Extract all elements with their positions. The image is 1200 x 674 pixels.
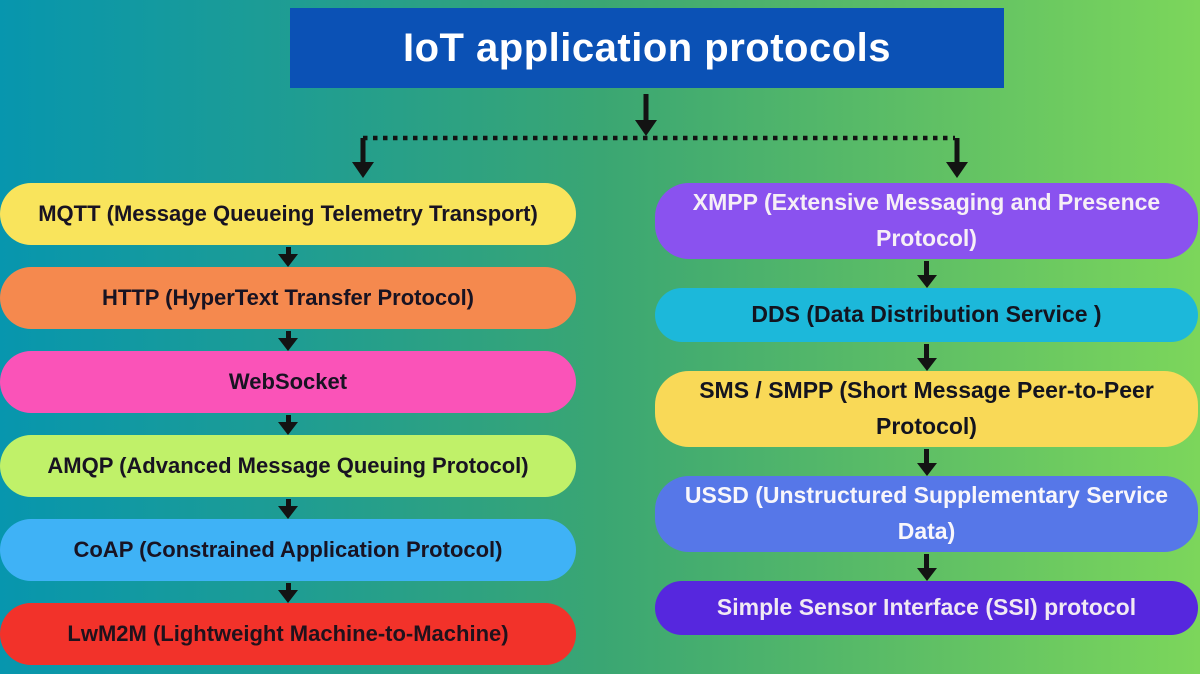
arrow-down-icon [0, 329, 576, 351]
diagram-title-box: IoT application protocols [290, 8, 1004, 88]
protocol-label: LwM2M (Lightweight Machine-to-Machine) [67, 621, 509, 646]
protocol-box-websocket: WebSocket [0, 351, 576, 413]
arrow-down-icon [0, 413, 576, 435]
protocol-label: Simple Sensor Interface (SSI) protocol [716, 594, 1137, 621]
protocol-box-coap: CoAP (Constrained Application Protocol) [0, 519, 576, 581]
arrow-down-icon [0, 245, 576, 267]
arrow-down-icon [655, 342, 1198, 371]
protocol-label: USSD (Unstructured Supplementary Service… [684, 482, 1169, 544]
diagram-title: IoT application protocols [402, 25, 892, 70]
arrow-down-icon [655, 552, 1198, 581]
protocol-box-lwm2m: LwM2M (Lightweight Machine-to-Machine) [0, 603, 576, 665]
arrow-down-icon [0, 581, 576, 603]
arrow-down-icon [655, 259, 1198, 288]
arrow-down-icon [0, 497, 576, 519]
protocol-box-dds: DDS (Data Distribution Service ) [655, 288, 1198, 342]
protocol-label: SMS / SMPP (Short Message Peer-to-Peer P… [699, 377, 1154, 439]
protocol-label: HTTP (HyperText Transfer Protocol) [101, 285, 475, 310]
protocol-box-xmpp: XMPP (Extensive Messaging and Presence P… [655, 183, 1198, 259]
arrow-down-icon [655, 447, 1198, 476]
left-protocol-column: MQTT (Message Queueing Telemetry Transpo… [0, 183, 576, 665]
protocol-label: DDS (Data Distribution Service ) [751, 301, 1102, 328]
arrow-down-icon [635, 120, 657, 136]
arrow-down-icon [946, 162, 968, 178]
protocol-box-ssi: Simple Sensor Interface (SSI) protocol [655, 581, 1198, 635]
protocol-box-http: HTTP (HyperText Transfer Protocol) [0, 267, 576, 329]
right-protocol-column: XMPP (Extensive Messaging and Presence P… [655, 183, 1198, 635]
protocol-box-sms-smpp: SMS / SMPP (Short Message Peer-to-Peer P… [655, 371, 1198, 447]
protocol-label: CoAP (Constrained Application Protocol) [73, 537, 503, 562]
protocol-label: MQTT (Message Queueing Telemetry Transpo… [38, 201, 538, 226]
arrow-down-icon [352, 162, 374, 178]
protocol-label: XMPP (Extensive Messaging and Presence P… [692, 189, 1161, 251]
protocol-box-mqtt: MQTT (Message Queueing Telemetry Transpo… [0, 183, 576, 245]
protocol-label: AMQP (Advanced Message Queuing Protocol) [47, 453, 529, 478]
protocol-label: WebSocket [228, 369, 348, 394]
protocol-box-amqp: AMQP (Advanced Message Queuing Protocol) [0, 435, 576, 497]
protocol-box-ussd: USSD (Unstructured Supplementary Service… [655, 476, 1198, 552]
